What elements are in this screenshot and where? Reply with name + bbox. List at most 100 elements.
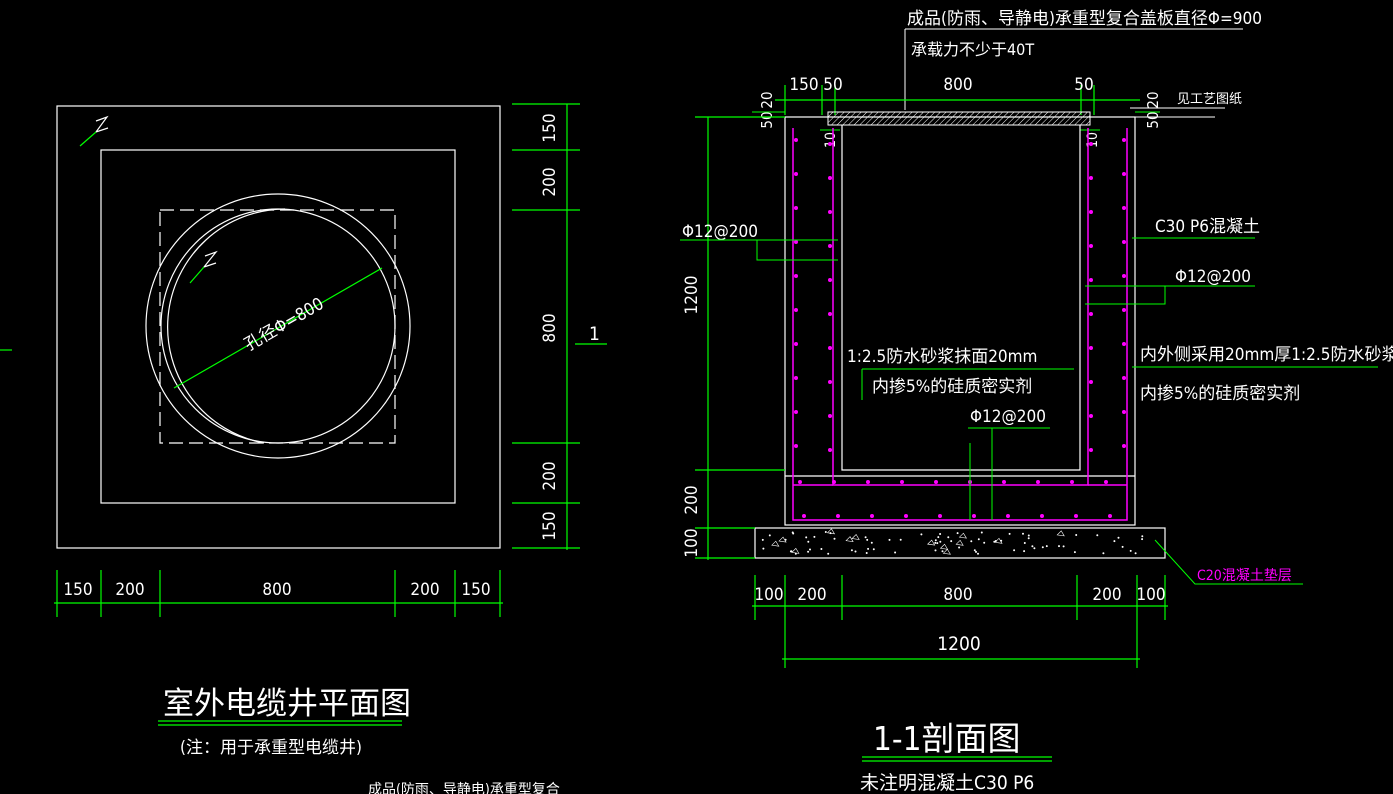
rebar-dot [1122,206,1126,210]
aggregate-dot [1031,545,1034,548]
aggregate-dot [1023,541,1026,544]
aggregate-mark [955,539,964,546]
aggregate-dot [1134,552,1137,555]
plan-hdim-1: 150 [63,580,92,600]
aggregate-dot [807,540,810,543]
rebar-dot [1089,278,1093,282]
plan-hole-arc [167,208,286,444]
rebar-dot [938,514,942,518]
aggregate-mark [927,539,936,546]
plan-hdim-5: 150 [461,580,490,600]
plan-inner-square [100,149,456,504]
rebar-dot [1122,274,1126,278]
rebar-dot [828,380,832,384]
aggregate-dot [820,547,823,550]
aggregate-dot [1073,551,1076,554]
plan-hdim-4: 200 [410,580,439,600]
mortar-inner-line-1: 1:2.5防水砂浆抹面20mm [847,347,1037,367]
mortar-inner-line-2: 内掺5%的硅质密实剂 [872,377,1032,397]
aggregate-dot [1023,550,1026,553]
mortar-side-line-1: 内外侧采用20mm厚1:2.5防水砂浆抹面 [1140,345,1393,365]
rebar-bottom-label: Φ12@200 [970,407,1046,427]
rebar-dot [1122,376,1126,380]
load-note: 承载力不少于40T [911,40,1034,59]
aggregate-dot [1033,547,1036,550]
top-dim-3: 800 [943,75,972,95]
aggregate-dot [792,532,795,535]
rebar-bottom-leader [968,427,1050,520]
section-bottom-dimension-chain [752,575,1168,668]
base-note-leader [1154,539,1303,585]
mortar-inner-leader [861,368,1074,400]
aggregate-mark [845,536,854,543]
rebar-dot [1036,480,1040,484]
rebar-dot [1122,138,1126,142]
aggregate-dot [936,542,939,545]
plan-section-mark: 1 [589,323,600,345]
rebar-dot [1070,480,1074,484]
rebar-dot [1108,514,1112,518]
aggregate-dot [1013,549,1016,552]
aggregate-dot [854,550,857,553]
aggregate-dot [934,541,937,544]
slope-mark-2 [189,250,218,284]
small-dim-6: 10 [1085,132,1101,148]
aggregate-dot [864,536,867,539]
rebar-dot [1089,142,1093,146]
aggregate-dot [870,541,873,544]
aggregate-mark [791,547,800,554]
rebar-dot [1122,172,1126,176]
aggregate-dot [1141,535,1144,538]
rebar-dot [1104,480,1108,484]
aggregate-dot [950,540,953,543]
aggregate-dot [1045,545,1048,548]
aggregate-dot [807,550,810,553]
rebar-dot [1122,240,1126,244]
rebar-dot [828,312,832,316]
rebar-dot [934,480,938,484]
plan-vdim-3: 800 [540,313,560,342]
rebar-dot [1122,308,1126,312]
aggregate-dot [920,533,923,536]
rebar-dot [828,176,832,180]
aggregate-dot [1021,532,1024,535]
aggregate-dot [934,539,937,542]
rebar-dot [794,342,798,346]
aggregate-dot [958,546,961,549]
rebar-dots [794,138,1126,518]
aggregate-dot [1058,545,1061,548]
concrete-note: C30 P6混凝土 [1155,217,1260,237]
rebar-dot [832,480,836,484]
section-left-dimension-chain [695,116,785,560]
aggregate-dot [983,541,986,544]
well-inner-wall [841,125,1081,471]
mortar-side-line-2: 内掺5%的硅质密实剂 [1140,384,1300,404]
rebar-dot [798,480,802,484]
left-dim-3: 100 [682,528,702,557]
rebar-left-label: Φ12@200 [682,222,758,242]
base-layer [754,527,1166,559]
rebar-dot [1002,480,1006,484]
aggregate-dot [941,550,944,553]
rebar-dot [1089,312,1093,316]
section-view: 成品(防雨、导静电)承重型复合盖板直径Φ=900 承载力不少于40T 150 5… [680,9,1393,794]
section-bottom-note: 未注明混凝土C30 P6 [860,772,1034,794]
plan-hdim-2: 200 [115,580,144,600]
rebar-dot [1089,448,1093,452]
aggregate-dot [899,538,902,541]
small-dim-5: 10 [823,132,839,148]
rebar-dot [870,514,874,518]
aggregate-dot [808,548,811,551]
aggregate-dot [867,547,870,550]
aggregate-dot [865,551,868,554]
plan-cover-circle-outer [145,193,411,459]
aggregate-dot [1027,537,1030,540]
aggregate-dot [872,548,875,551]
plan-vdim-5: 150 [540,511,560,540]
rebar-dot [1089,244,1093,248]
bottom-dim-3: 800 [943,585,972,605]
overall-width-dim: 1200 [937,633,981,655]
rebar-dot [972,514,976,518]
aggregate-mark [958,532,968,539]
